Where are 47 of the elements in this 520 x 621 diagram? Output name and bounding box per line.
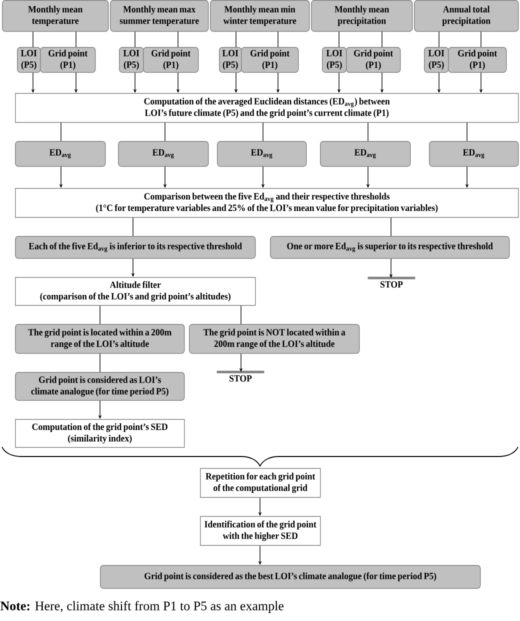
data-box: Grid point (P1) <box>143 47 199 73</box>
connector-line <box>164 122 166 142</box>
connector-line <box>480 31 482 48</box>
outcome-box: The grid point is NOT located within a 200m range of the LOI’s altitude <box>189 324 360 354</box>
outcome-box: Grid point is considered as LOI’s climate analogue (for time period P5) <box>15 372 185 401</box>
process-box: Comparison between the five Ed$_{avg}$ and their respective thresholds (1°C for temperature variables and 25% of the LOI’s mean value for precipitation variables) <box>15 188 519 218</box>
data-box: LOI (P5) <box>424 47 449 73</box>
process-box: Identification of the grid point with the higher SED <box>200 516 321 546</box>
data-box: LOI (P5) <box>119 47 144 73</box>
data-box: Grid point (P1) <box>241 47 299 73</box>
result-box: ED$_{avg}$ <box>429 141 519 167</box>
result-box: ED$_{avg}$ <box>217 141 307 167</box>
connector-line <box>134 31 136 48</box>
process-box: Repetition for each grid point of the computational grid <box>200 468 321 498</box>
variable-box: Monthly mean precipitation <box>311 0 413 32</box>
data-box: Grid point (P1) <box>40 47 96 73</box>
connector-line <box>262 122 264 142</box>
stop-terminator: STOP <box>368 276 416 288</box>
connector-line <box>438 31 440 48</box>
outcome-box: The grid point is located within a 200m range of the LOI’s altitude <box>15 324 185 354</box>
variable-box: Monthly mean min winter temperature <box>210 0 310 32</box>
process-box: Altitude filter (comparison of the LOI’s and grid point’s altitudes) <box>15 277 256 306</box>
connector-line <box>390 217 392 236</box>
connector-line <box>466 122 468 142</box>
connector-line <box>132 217 134 236</box>
result-box: Grid point is considered as the best LOI’s climate analogue (for time period P5) <box>100 565 481 589</box>
process-box: Computation of the grid point’s SED (similarity index) <box>15 419 185 448</box>
data-box: Grid point (P1) <box>346 47 401 73</box>
variable-box: Annual total precipitation <box>414 0 519 32</box>
stop-terminator: STOP <box>216 370 264 382</box>
result-box: ED$_{avg}$ <box>320 141 411 167</box>
data-box: LOI (P5) <box>17 47 41 73</box>
connector-line <box>60 122 62 142</box>
connector-line <box>240 305 242 324</box>
outcome-box: Each of the five Ed$_{avg}$ is inferior to its respective threshold <box>15 236 256 259</box>
outcome-box: One or more Ed$_{avg}$ is superior to its respective threshold <box>270 236 510 259</box>
variable-box: Monthly mean max summer temperature <box>110 0 209 32</box>
connector-line <box>338 31 340 48</box>
data-box: LOI (P5) <box>219 47 242 73</box>
connector-line <box>32 31 34 48</box>
variable-box: Monthly mean temperature <box>2 0 109 32</box>
process-box: Computation of the averaged Euclidean distances (ED$_{avg}$) between LOI’s future climate (P5) and the grid point’s current climate (P1) <box>15 93 519 123</box>
data-box: LOI (P5) <box>322 47 347 73</box>
data-box: Grid point (P1) <box>448 47 507 73</box>
result-box: ED$_{avg}$ <box>118 141 209 167</box>
note-text: Note: Here, climate shift from P1 to P5 as an example <box>0 601 284 613</box>
result-box: ED$_{avg}$ <box>15 141 106 167</box>
